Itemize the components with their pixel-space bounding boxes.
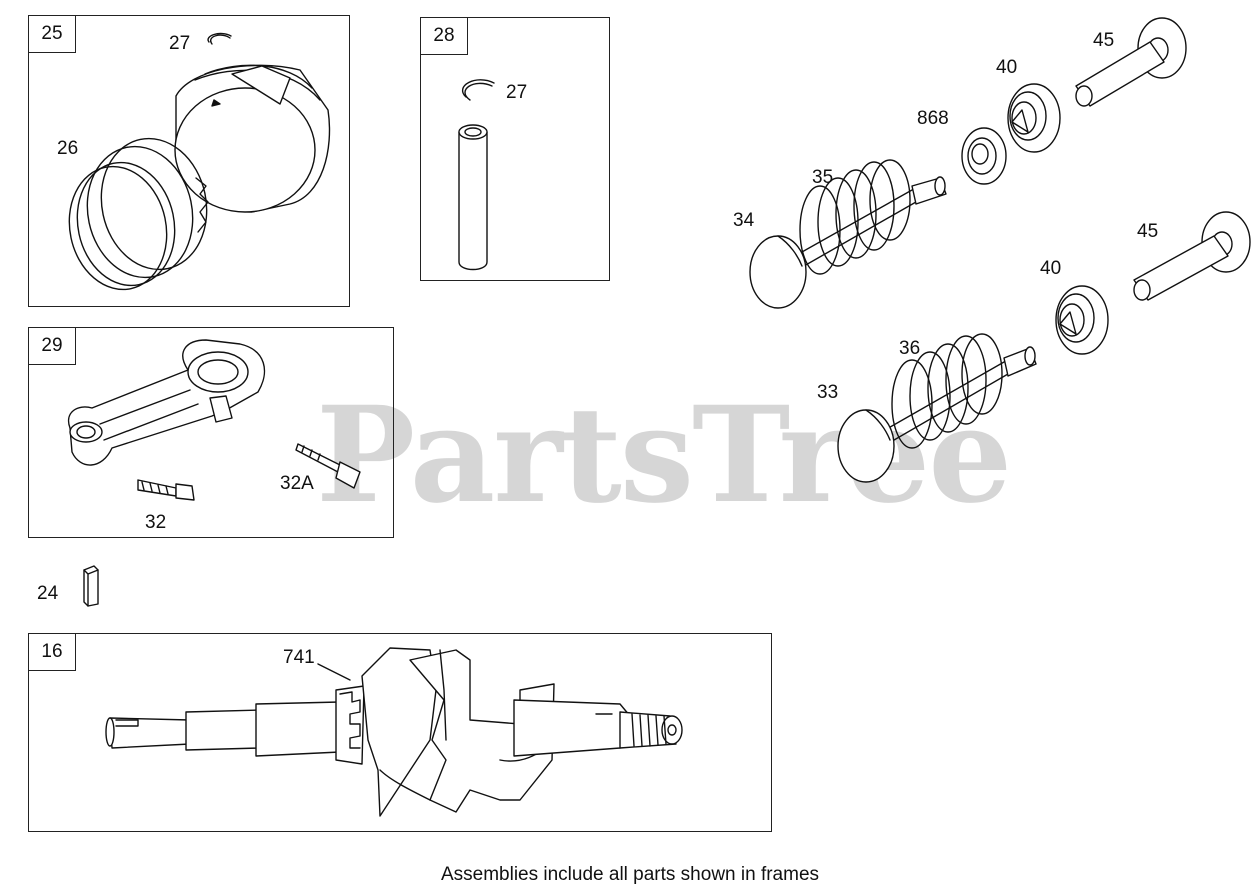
callout-32a: 32A: [280, 473, 314, 494]
leader-line: [318, 664, 350, 680]
frame-piston-pin-assembly[interactable]: 28: [420, 17, 610, 281]
callout-24: 24: [37, 583, 59, 604]
frame-number: 28: [421, 18, 468, 55]
connecting-rod-icon: [69, 340, 265, 465]
valve-seat-insert-icon: [962, 128, 1006, 184]
crankshaft-icon: [106, 648, 682, 816]
callout-27: 27: [169, 33, 191, 54]
frame-number: 16: [29, 634, 76, 671]
diagram-caption: Assemblies include all parts shown in fr…: [440, 864, 820, 885]
piston-rings-icon: [58, 129, 218, 299]
bolt-icon: [296, 444, 360, 488]
valve-cap-icon: [1134, 212, 1250, 300]
exhaust-valve-icon: [750, 236, 806, 308]
piston-pin-icon: [459, 125, 487, 270]
crankshaft-key-icon: [84, 566, 98, 606]
callout-27: 27: [506, 82, 528, 103]
retaining-ring-icon: [465, 83, 492, 100]
frame-piston-assembly[interactable]: 25: [28, 15, 350, 307]
callout-868: 868: [917, 108, 949, 129]
frame-crankshaft-assembly[interactable]: 16: [28, 633, 772, 832]
intake-valve-icon: [838, 410, 894, 482]
frame-connecting-rod-assembly[interactable]: 29: [28, 327, 394, 538]
bolt-icon: [138, 480, 194, 500]
callout-40: 40: [996, 57, 1018, 78]
frame-number: 29: [29, 328, 76, 365]
partstree-watermark: PartsTree: [316, 378, 1012, 533]
callout-35: 35: [812, 167, 834, 188]
valve-spring-icon: [864, 334, 1036, 454]
piston-icon: [175, 65, 329, 212]
valve-spring-retainer-icon: [1008, 84, 1060, 152]
callout-40: 40: [1040, 258, 1062, 279]
retaining-ring-icon: [211, 35, 230, 44]
callout-33: 33: [817, 382, 839, 403]
callout-26: 26: [57, 138, 79, 159]
callout-36: 36: [899, 338, 921, 359]
callout-45: 45: [1093, 30, 1115, 51]
callout-34: 34: [733, 210, 755, 231]
callout-741: 741: [283, 647, 315, 668]
callout-45: 45: [1137, 221, 1159, 242]
frame-number: 25: [29, 16, 76, 53]
valve-spring-retainer-icon: [1056, 286, 1108, 354]
valve-cap-icon: [1076, 18, 1186, 106]
callout-32: 32: [145, 512, 167, 533]
